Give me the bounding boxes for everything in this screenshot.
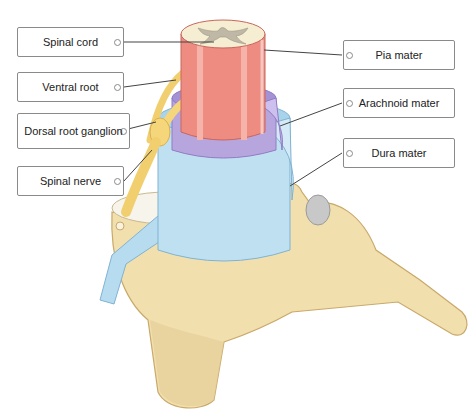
articular-facet <box>306 195 330 225</box>
callout-knob <box>346 150 353 157</box>
label-text: Spinal cord <box>37 34 104 51</box>
leader-line <box>264 50 342 55</box>
leader-line <box>124 42 214 43</box>
label-text: Spinal nerve <box>34 173 107 190</box>
callout-knob <box>346 52 353 59</box>
label-box: Arachnoid mater <box>343 88 455 118</box>
label-box: Dura mater <box>343 138 455 168</box>
vertebra-shade <box>150 320 224 406</box>
cord-stripe <box>200 44 244 140</box>
label-box: Pia mater <box>343 40 455 70</box>
callout-knob <box>346 100 353 107</box>
label-text: Dura mater <box>365 145 432 162</box>
spinal-nerve-fibers <box>126 142 156 212</box>
spinal-cord <box>181 34 265 140</box>
label-text: Ventral root <box>36 79 104 96</box>
cord-section <box>181 20 265 48</box>
label-text: Dorsal root ganglion <box>18 123 128 140</box>
pia-mater-edge <box>261 40 264 134</box>
label-box: Dorsal root ganglion <box>17 113 130 149</box>
callout-knob <box>114 84 121 91</box>
label-box: Ventral root <box>17 72 124 102</box>
label-box: Spinal nerve <box>17 166 124 196</box>
leader-line <box>280 103 342 126</box>
leader-line <box>124 80 176 87</box>
label-text: Pia mater <box>369 47 428 64</box>
foramen-dot <box>116 222 124 230</box>
label-box: Spinal cord <box>17 27 124 57</box>
leader-line <box>290 153 342 186</box>
callout-knob <box>114 39 121 46</box>
leader-line <box>124 150 152 181</box>
callout-knob <box>114 178 121 185</box>
label-text: Arachnoid mater <box>353 95 446 112</box>
